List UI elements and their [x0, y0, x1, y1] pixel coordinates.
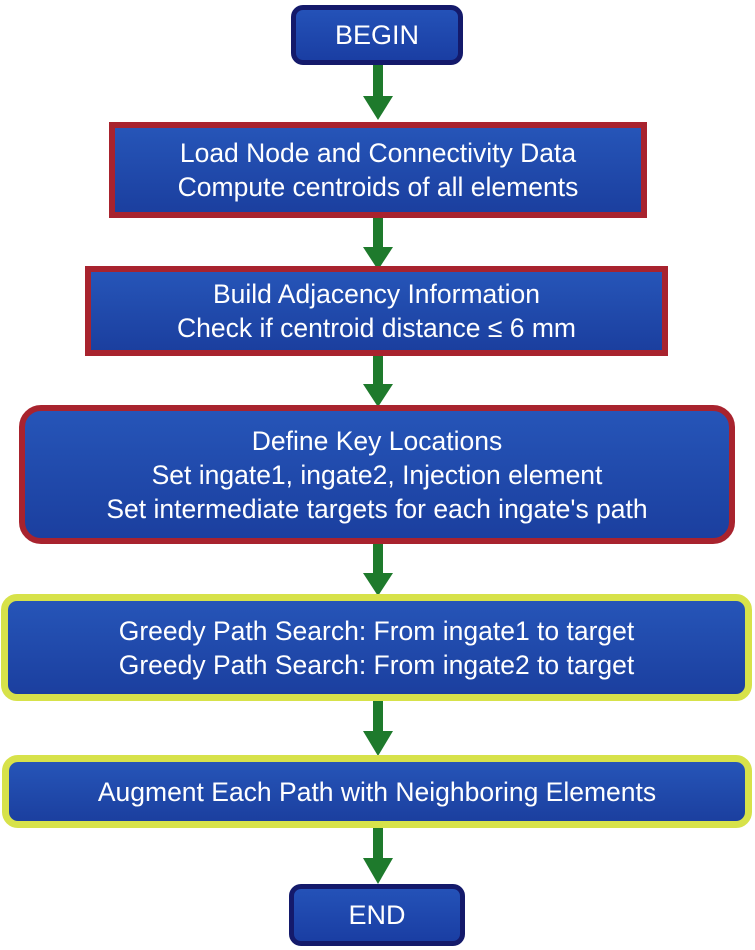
begin-node: BEGIN [291, 5, 463, 65]
key-locations-step: Define Key Locations Set ingate1, ingate… [19, 405, 735, 544]
arrow-head-step5-end [363, 858, 393, 884]
arrow-shaft-step1-step2 [373, 217, 383, 249]
load-data-line-1: Load Node and Connectivity Data [179, 138, 577, 168]
greedy-search-line-2: Greedy Path Search: From ingate2 to targ… [118, 649, 635, 680]
arrow-head-step4-step5 [363, 731, 393, 756]
arrow-shaft-begin-step1 [373, 64, 383, 98]
load-data-step: Load Node and Connectivity Data Compute … [109, 122, 647, 218]
key-locations-line-1: Define Key Locations [251, 425, 503, 456]
greedy-search-step: Greedy Path Search: From ingate1 to targ… [1, 594, 752, 701]
arrow-shaft-step3-step4 [373, 544, 383, 576]
augment-step: Augment Each Path with Neighboring Eleme… [2, 755, 752, 828]
arrow-shaft-step5-end [373, 827, 383, 861]
key-locations-line-2: Set ingate1, ingate2, Injection element [151, 459, 603, 490]
adjacency-line-1: Build Adjacency Information [212, 279, 541, 309]
arrow-shaft-step2-step3 [373, 355, 383, 386]
arrow-head-begin-step1 [363, 96, 393, 120]
load-data-line-2: Compute centroids of all elements [177, 172, 579, 202]
adjacency-step: Build Adjacency Information Check if cen… [85, 266, 668, 356]
arrow-head-step3-step4 [363, 573, 393, 596]
end-node: END [289, 884, 465, 946]
begin-label: BEGIN [334, 19, 420, 50]
arrow-shaft-step4-step5 [373, 700, 383, 734]
end-label: END [348, 899, 406, 930]
augment-line-1: Augment Each Path with Neighboring Eleme… [97, 776, 657, 807]
arrow-head-step2-step3 [363, 384, 393, 407]
key-locations-line-3: Set intermediate targets for each ingate… [106, 493, 648, 524]
adjacency-line-2: Check if centroid distance ≤ 6 mm [177, 313, 576, 343]
greedy-search-line-1: Greedy Path Search: From ingate1 to targ… [118, 615, 635, 646]
arrow-head-step1-step2 [363, 247, 393, 270]
